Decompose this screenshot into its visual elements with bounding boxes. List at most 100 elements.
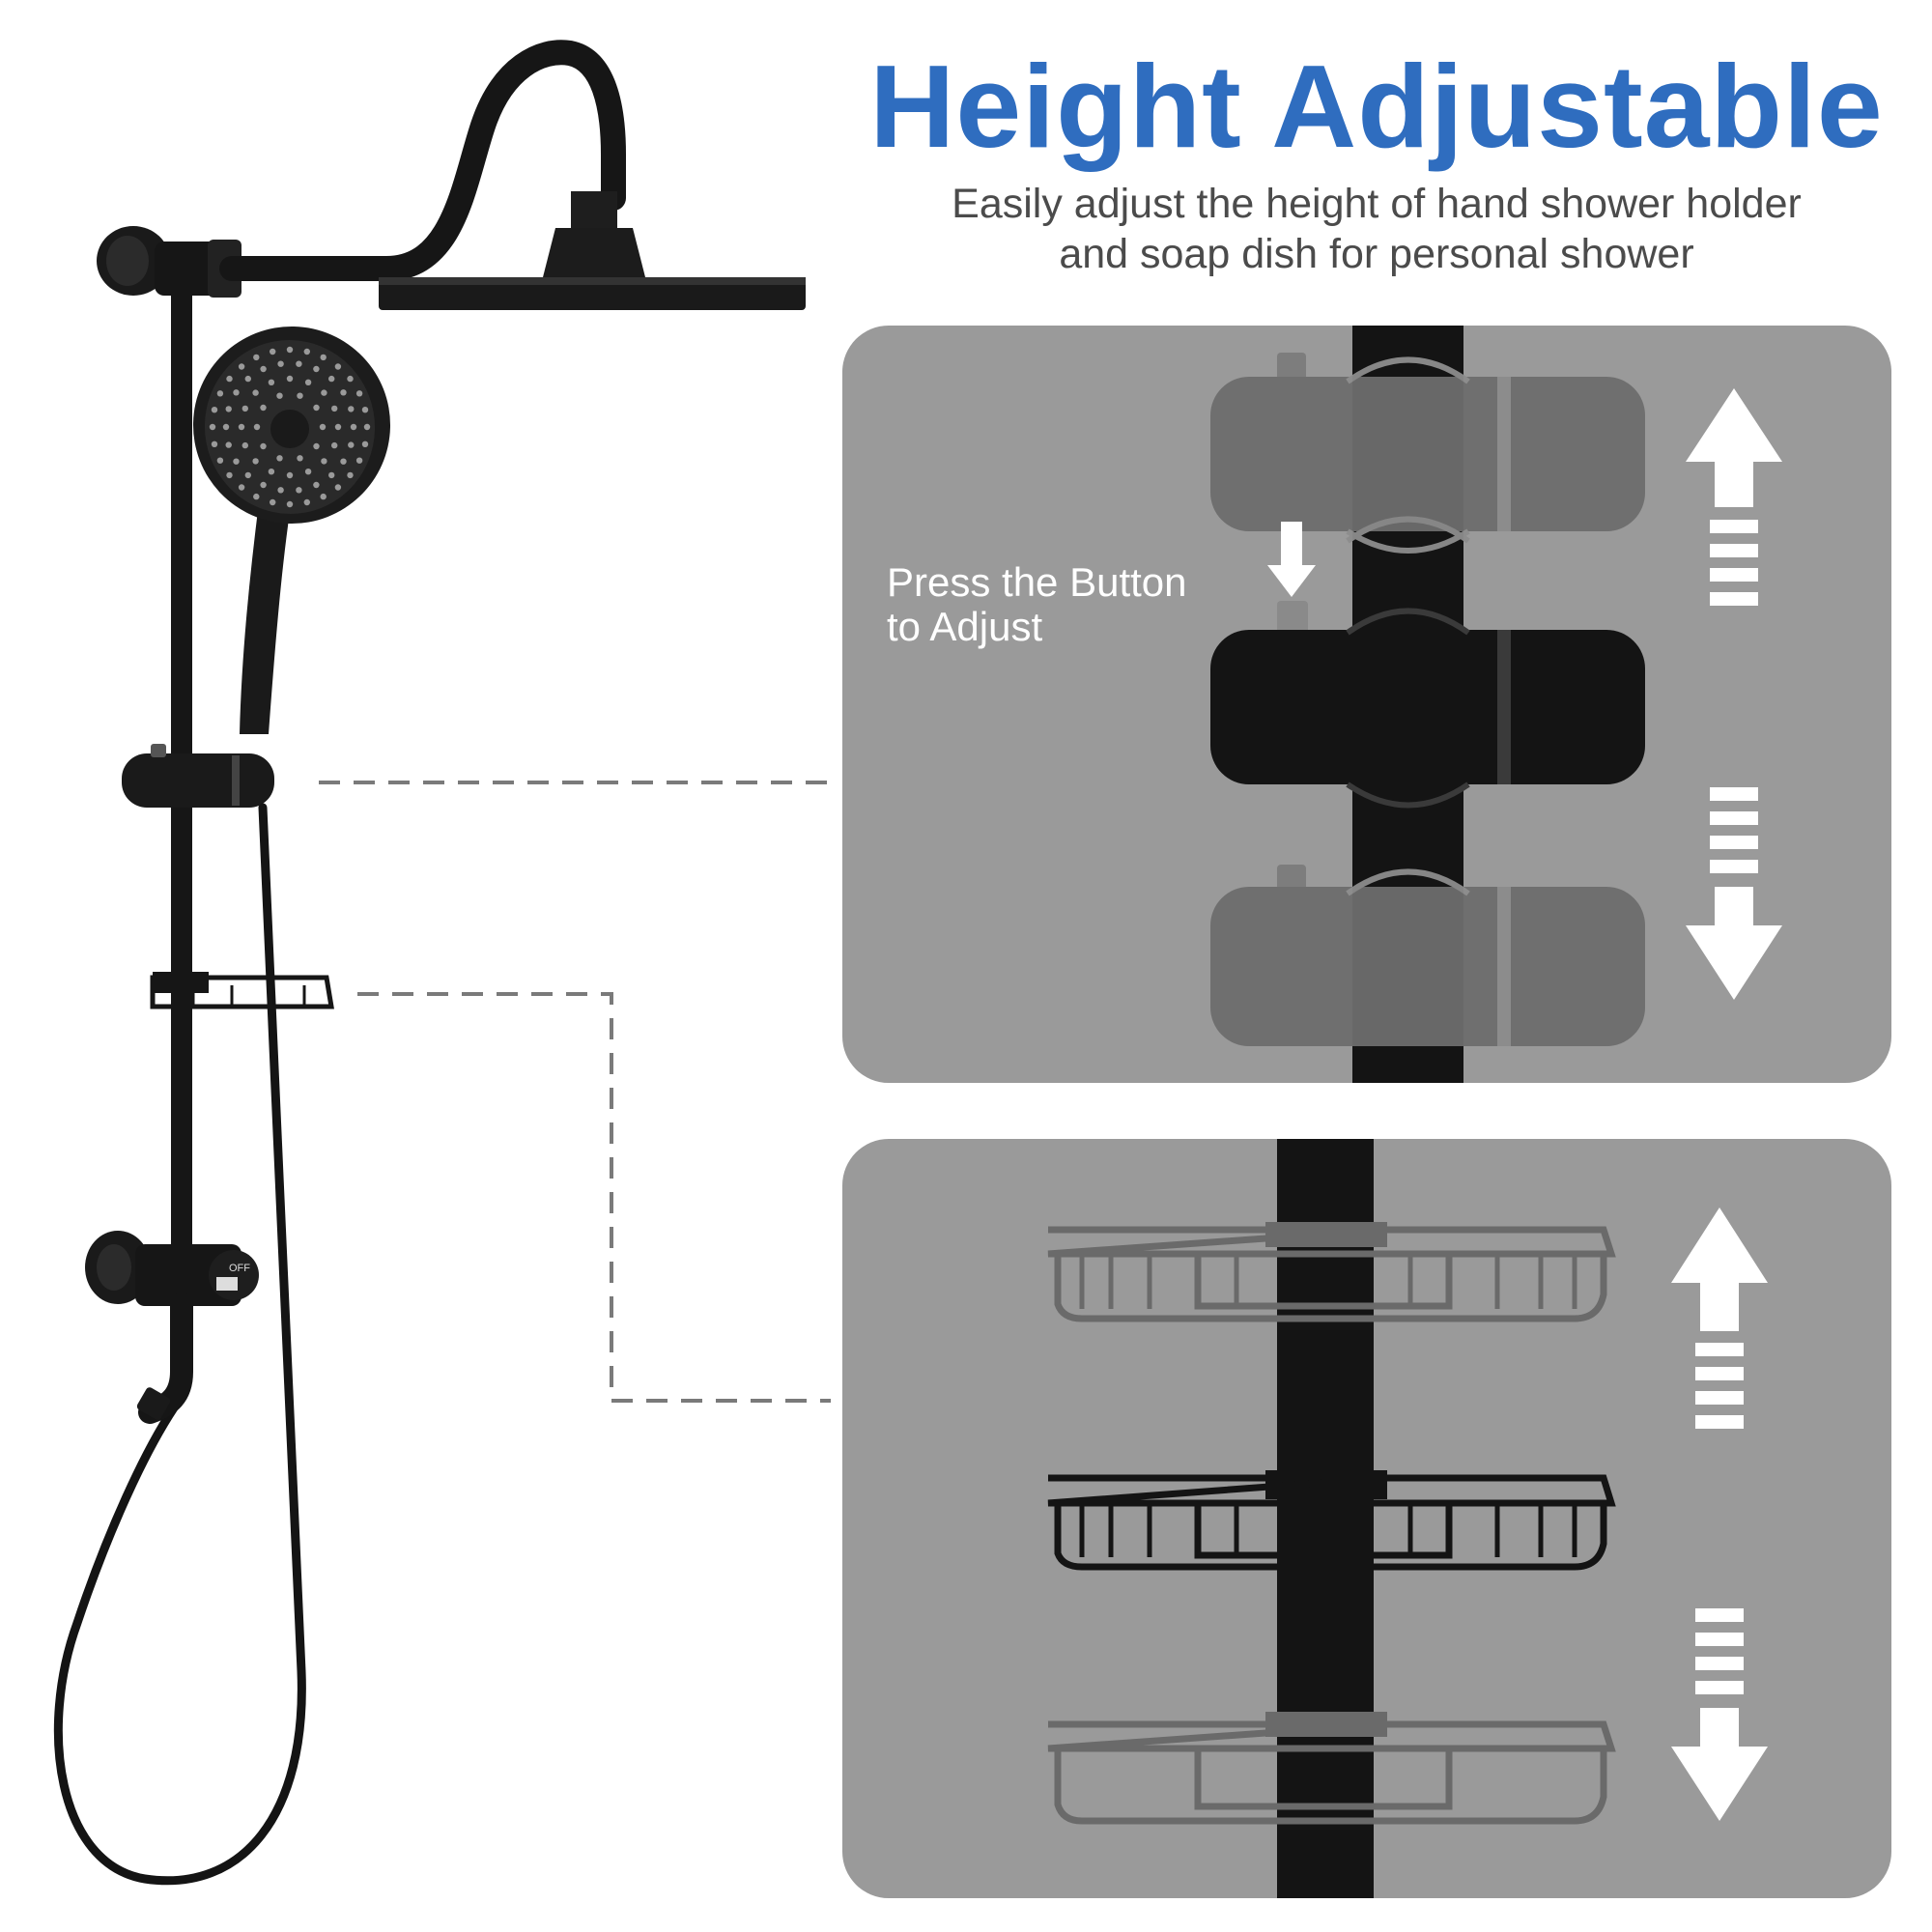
nozzle xyxy=(321,389,327,396)
subtitle-line-1: Easily adjust the height of hand shower … xyxy=(952,181,1802,227)
diverter-off-label: OFF xyxy=(229,1263,250,1274)
nozzle xyxy=(304,379,312,385)
nozzle xyxy=(276,392,283,399)
press-button-callout: Press the Button to Adjust xyxy=(887,560,1187,649)
nozzle xyxy=(328,375,335,383)
nozzle xyxy=(260,481,267,489)
nozzle xyxy=(277,487,284,494)
nozzle xyxy=(226,375,233,383)
nozzle xyxy=(270,498,276,506)
nozzle xyxy=(209,423,216,431)
nozzle xyxy=(334,423,342,431)
nozzle xyxy=(211,407,218,413)
soap-dish-detail-illustration xyxy=(1047,1139,1768,1898)
nozzle xyxy=(260,442,267,450)
press-button-arrow-icon xyxy=(1267,522,1316,597)
nozzle xyxy=(331,405,338,412)
arm-connector xyxy=(571,191,617,228)
nozzle xyxy=(350,423,357,431)
nozzle xyxy=(297,455,303,462)
nozzle xyxy=(286,346,294,354)
nozzle xyxy=(320,493,327,500)
soap-dish-ghost-lower xyxy=(1047,1712,1616,1825)
soap-dish xyxy=(150,972,334,1009)
holder-down-arrow-icon xyxy=(1686,787,1782,1000)
holder-detail-illustration xyxy=(1210,326,1782,1083)
nozzle xyxy=(334,363,342,370)
nozzle xyxy=(242,405,248,412)
callout-connectors xyxy=(319,781,833,1403)
nozzle xyxy=(286,500,294,508)
nozzle xyxy=(355,457,363,464)
nozzle xyxy=(238,484,245,491)
soap-dish-ghost-upper xyxy=(1047,1222,1616,1322)
nozzle xyxy=(270,348,276,355)
nozzle xyxy=(211,440,218,447)
nozzle xyxy=(303,498,310,506)
page-title: Height Adjustable xyxy=(869,41,1884,172)
nozzle xyxy=(253,423,261,431)
gooseneck-arm xyxy=(219,40,626,281)
nozzle xyxy=(216,390,224,397)
page-subtitle: Easily adjust the height of hand shower … xyxy=(869,179,1884,279)
nozzle xyxy=(238,423,245,431)
diverter-valve: OFF xyxy=(85,1231,259,1306)
nozzle xyxy=(260,365,267,373)
press-callout-line-2: to Adjust xyxy=(887,604,1043,649)
nozzle xyxy=(268,469,275,475)
nozzle xyxy=(268,379,275,385)
nozzle xyxy=(347,471,354,479)
rain-shower-head xyxy=(379,228,806,310)
nozzle xyxy=(296,360,302,367)
nozzle xyxy=(276,455,283,462)
soap-dish-down-arrow-icon xyxy=(1671,1608,1768,1821)
nozzle xyxy=(313,481,320,489)
nozzle xyxy=(244,375,251,383)
holder-ghost-lower xyxy=(1210,865,1645,1046)
nozzle xyxy=(238,363,245,370)
nozzle xyxy=(331,441,338,449)
hand-shower-holder xyxy=(122,744,274,808)
nozzle xyxy=(252,389,259,396)
nozzle xyxy=(313,404,320,412)
nozzle xyxy=(233,458,240,465)
nozzle xyxy=(361,440,369,447)
nozzle xyxy=(286,375,294,383)
nozzle xyxy=(313,442,320,450)
hand-shower xyxy=(193,327,390,734)
nozzle xyxy=(242,441,248,449)
nozzle xyxy=(225,441,232,448)
nozzle xyxy=(319,423,327,431)
nozzle xyxy=(253,354,260,361)
nozzle xyxy=(296,487,302,494)
nozzle xyxy=(348,441,355,448)
nozzle xyxy=(328,471,335,479)
nozzle xyxy=(320,354,327,361)
nozzle xyxy=(277,360,284,367)
nozzle xyxy=(340,458,347,465)
nozzle xyxy=(304,469,312,475)
nozzle xyxy=(233,389,240,396)
nozzle xyxy=(303,348,310,355)
nozzle xyxy=(297,392,303,399)
nozzle xyxy=(347,375,354,383)
holder-up-arrow-icon xyxy=(1686,388,1782,606)
shower-hose xyxy=(53,803,306,1886)
nozzle xyxy=(313,365,320,373)
nozzle xyxy=(355,390,363,397)
nozzle xyxy=(216,457,224,464)
soap-dish-up-arrow-icon xyxy=(1671,1208,1768,1429)
holder-ghost-upper xyxy=(1210,353,1645,554)
nozzle xyxy=(286,471,294,479)
subtitle-line-2: and soap dish for personal shower xyxy=(1059,231,1694,277)
top-wall-mount xyxy=(97,226,242,298)
nozzle xyxy=(363,423,371,431)
nozzle xyxy=(348,406,355,412)
holder-active xyxy=(1210,601,1645,809)
nozzle xyxy=(225,406,232,412)
nozzle xyxy=(253,493,260,500)
nozzle xyxy=(252,458,259,465)
nozzle xyxy=(334,484,342,491)
shower-system-illustration: OFF xyxy=(53,40,806,1886)
